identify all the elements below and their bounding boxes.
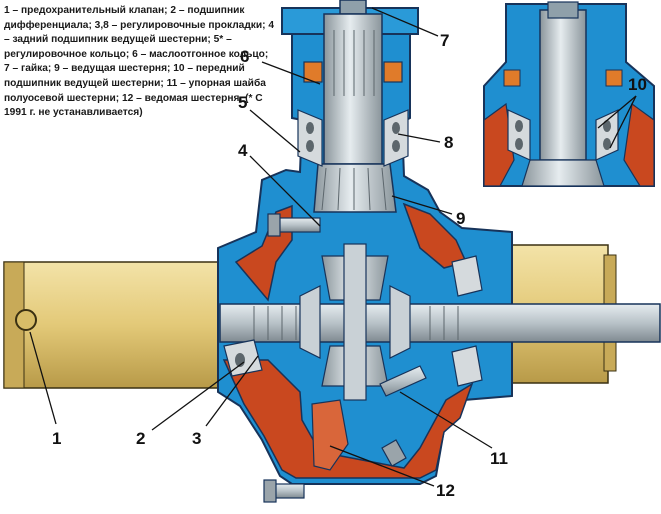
callout-9: 9 [456, 209, 465, 228]
pinion-teeth [321, 167, 387, 211]
callout-11: 11 [490, 449, 508, 468]
inset-shaft [539, 9, 587, 161]
callout-10: 10 [628, 75, 647, 94]
inset-pinion-view [483, 1, 655, 187]
callout-2: 2 [136, 429, 145, 448]
pinion-bearing-front [303, 61, 403, 83]
legend-caption: 1 – предохранительный клапан; 2 – подшип… [4, 5, 275, 119]
main-assembly [3, 0, 661, 503]
pinion-nut-7 [339, 0, 367, 15]
pinion-bearing-rear-4 [297, 109, 409, 167]
axle-shaft [219, 303, 661, 343]
inset-seal [503, 69, 623, 87]
callout-3: 3 [192, 429, 201, 448]
pinion-splines [333, 30, 375, 96]
callout-1: 1 [52, 429, 61, 448]
ring-gear-bolt [379, 365, 427, 397]
oil-drain-plug [381, 439, 407, 467]
drive-pinion-9 [313, 163, 397, 213]
inset-pinion-head [521, 159, 605, 187]
housing-bolt-top [267, 213, 321, 237]
differential-bearing-right [451, 255, 483, 387]
ring-gear-12 [222, 359, 474, 479]
inset-nut [547, 1, 579, 19]
safety-valve-1 [15, 309, 37, 331]
axle-splines [253, 306, 459, 340]
housing-bolt-bottom [263, 479, 305, 503]
callout-7: 7 [440, 31, 449, 50]
callout-4: 4 [238, 141, 248, 160]
ring-gear-teeth [311, 399, 349, 471]
pinion-shaft [323, 13, 383, 165]
left-axle-tube [3, 261, 221, 389]
leader-lines [29, 7, 637, 487]
callout-5: 5 [238, 93, 247, 112]
callout-6: 6 [240, 47, 249, 66]
callout-12: 12 [436, 481, 455, 500]
inset-casting [483, 102, 655, 187]
differential-gears [299, 243, 411, 401]
inset-bearing-10 [507, 109, 619, 161]
callout-8: 8 [444, 133, 453, 152]
